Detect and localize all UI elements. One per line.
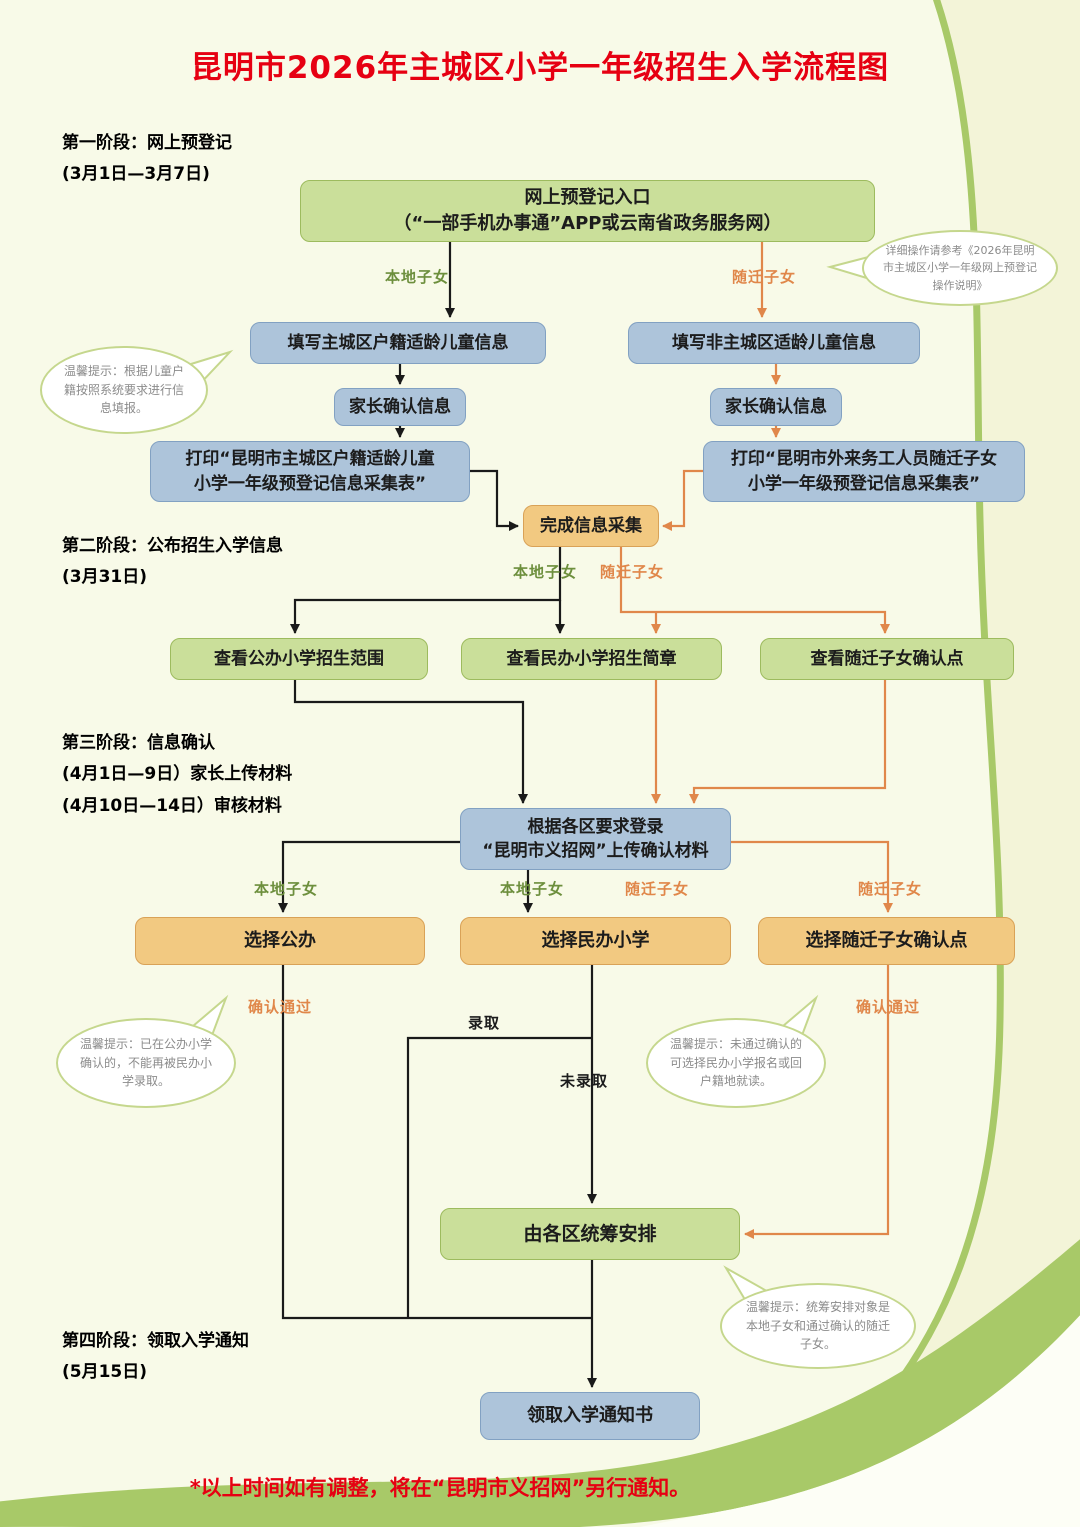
- line-public-confirmed: [281, 965, 592, 1320]
- node-print-migrant: 打印“昆明市外来务工人员随迁子女 小学一年级预登记信息采集表”: [703, 441, 1025, 502]
- edge-label-local-left: 本地子女: [254, 880, 319, 898]
- page-footnote: *以上时间如有调整，将在“昆明市义招网”另行通知。: [189, 1476, 691, 1500]
- arrow-print-to-complete-migrant: [662, 469, 703, 531]
- node-complete-collection: 完成信息采集: [523, 505, 659, 547]
- edge-label-admitted: 录取: [468, 1014, 501, 1032]
- bg-bottom-white: [640, 1315, 1080, 1527]
- edge-label-local-mid: 本地子女: [513, 563, 578, 581]
- edge-label-confirm-pass-right: 确认通过: [856, 998, 921, 1016]
- edge-label-migrant-center: 随迁子女: [625, 880, 690, 898]
- node-upload-materials: 根据各区要求登录 “昆明市义招网”上传确认材料: [460, 808, 731, 870]
- edge-label-local-center: 本地子女: [500, 880, 565, 898]
- edge-label-migrant-mid: 随迁子女: [600, 563, 665, 581]
- stage-2-label: 第二阶段：公布招生入学信息 (3月31日): [62, 536, 283, 588]
- node-confirm-local: 家长确认信息: [334, 388, 466, 426]
- arrow-complete-to-view-migrant-point: [619, 547, 890, 634]
- tip-bubble-public-confirmed: 温馨提示：已在公办小学确认的，不能再被民办小学录取。: [56, 1018, 236, 1108]
- edge-label-local-top: 本地子女: [385, 268, 450, 286]
- arrow-complete-to-view-public: [290, 547, 562, 634]
- node-fill-migrant: 填写非主城区适龄儿童信息: [628, 322, 920, 364]
- edge-label-not-admitted: 未录取: [560, 1072, 609, 1090]
- arrow-upload-to-choose-public: [278, 840, 460, 913]
- node-print-local: 打印“昆明市主城区户籍适龄儿童 小学一年级预登记信息采集表”: [150, 441, 470, 502]
- stage-3-label: 第三阶段：信息确认 (4月1日—9日）家长上传材料 (4月10日—14日）审核材…: [62, 733, 293, 816]
- tip-bubble-fill-info: 温馨提示：根据儿童户籍按照系统要求进行信息填报。: [40, 346, 208, 434]
- arrow-view-migrant-point-to-upload: [689, 680, 887, 804]
- stage-4-label: 第四阶段：领取入学通知 (5月15日): [62, 1331, 249, 1383]
- node-view-public: 查看公办小学招生范围: [170, 638, 428, 680]
- tip-bubble-operation-guide: 详细操作请参考《2026年昆明市主城区小学一年级网上预登记操作说明》: [862, 230, 1058, 306]
- tip-bubble-arrange-scope: 温馨提示：统筹安排对象是本地子女和通过确认的随迁子女。: [720, 1283, 916, 1369]
- node-entry: 网上预登记入口 （“一部手机办事通”APP或云南省政务服务网）: [300, 180, 875, 242]
- edge-label-migrant-right: 随迁子女: [858, 880, 923, 898]
- edge-label-confirm-pass-left: 确认通过: [248, 998, 313, 1016]
- orange-arrows: [619, 242, 893, 1239]
- arrow-print-to-complete-local: [470, 469, 519, 531]
- node-choose-migrant-point: 选择随迁子女确认点: [758, 917, 1015, 965]
- tip-bubble-not-confirmed: 温馨提示：未通过确认的可选择民办小学报名或回户籍地就读。: [646, 1018, 826, 1108]
- arrow-view-public-to-upload: [293, 680, 528, 804]
- node-fill-local: 填写主城区户籍适龄儿童信息: [250, 322, 546, 364]
- bg-bottom-band: [0, 1239, 1080, 1527]
- stage-1-label: 第一阶段：网上预登记 (3月1日—3月7日): [62, 133, 232, 185]
- node-notice: 领取入学通知书: [480, 1392, 700, 1440]
- line-admitted-branch: [406, 1036, 592, 1318]
- node-choose-private: 选择民办小学: [460, 917, 731, 965]
- node-view-private: 查看民办小学招生简章: [461, 638, 722, 680]
- node-view-migrant-point: 查看随迁子女确认点: [760, 638, 1014, 680]
- node-arrange: 由各区统筹安排: [440, 1208, 740, 1260]
- page-title: 昆明市2026年主城区小学一年级招生入学流程图: [190, 50, 890, 86]
- arrow-upload-to-choose-migrant-point: [731, 840, 893, 913]
- node-confirm-migrant: 家长确认信息: [710, 388, 842, 426]
- black-arrows: [278, 242, 597, 1388]
- arrow-migrant-confirmed-to-arrange: [744, 965, 890, 1239]
- node-choose-public: 选择公办: [135, 917, 425, 965]
- edge-label-migrant-top: 随迁子女: [732, 268, 797, 286]
